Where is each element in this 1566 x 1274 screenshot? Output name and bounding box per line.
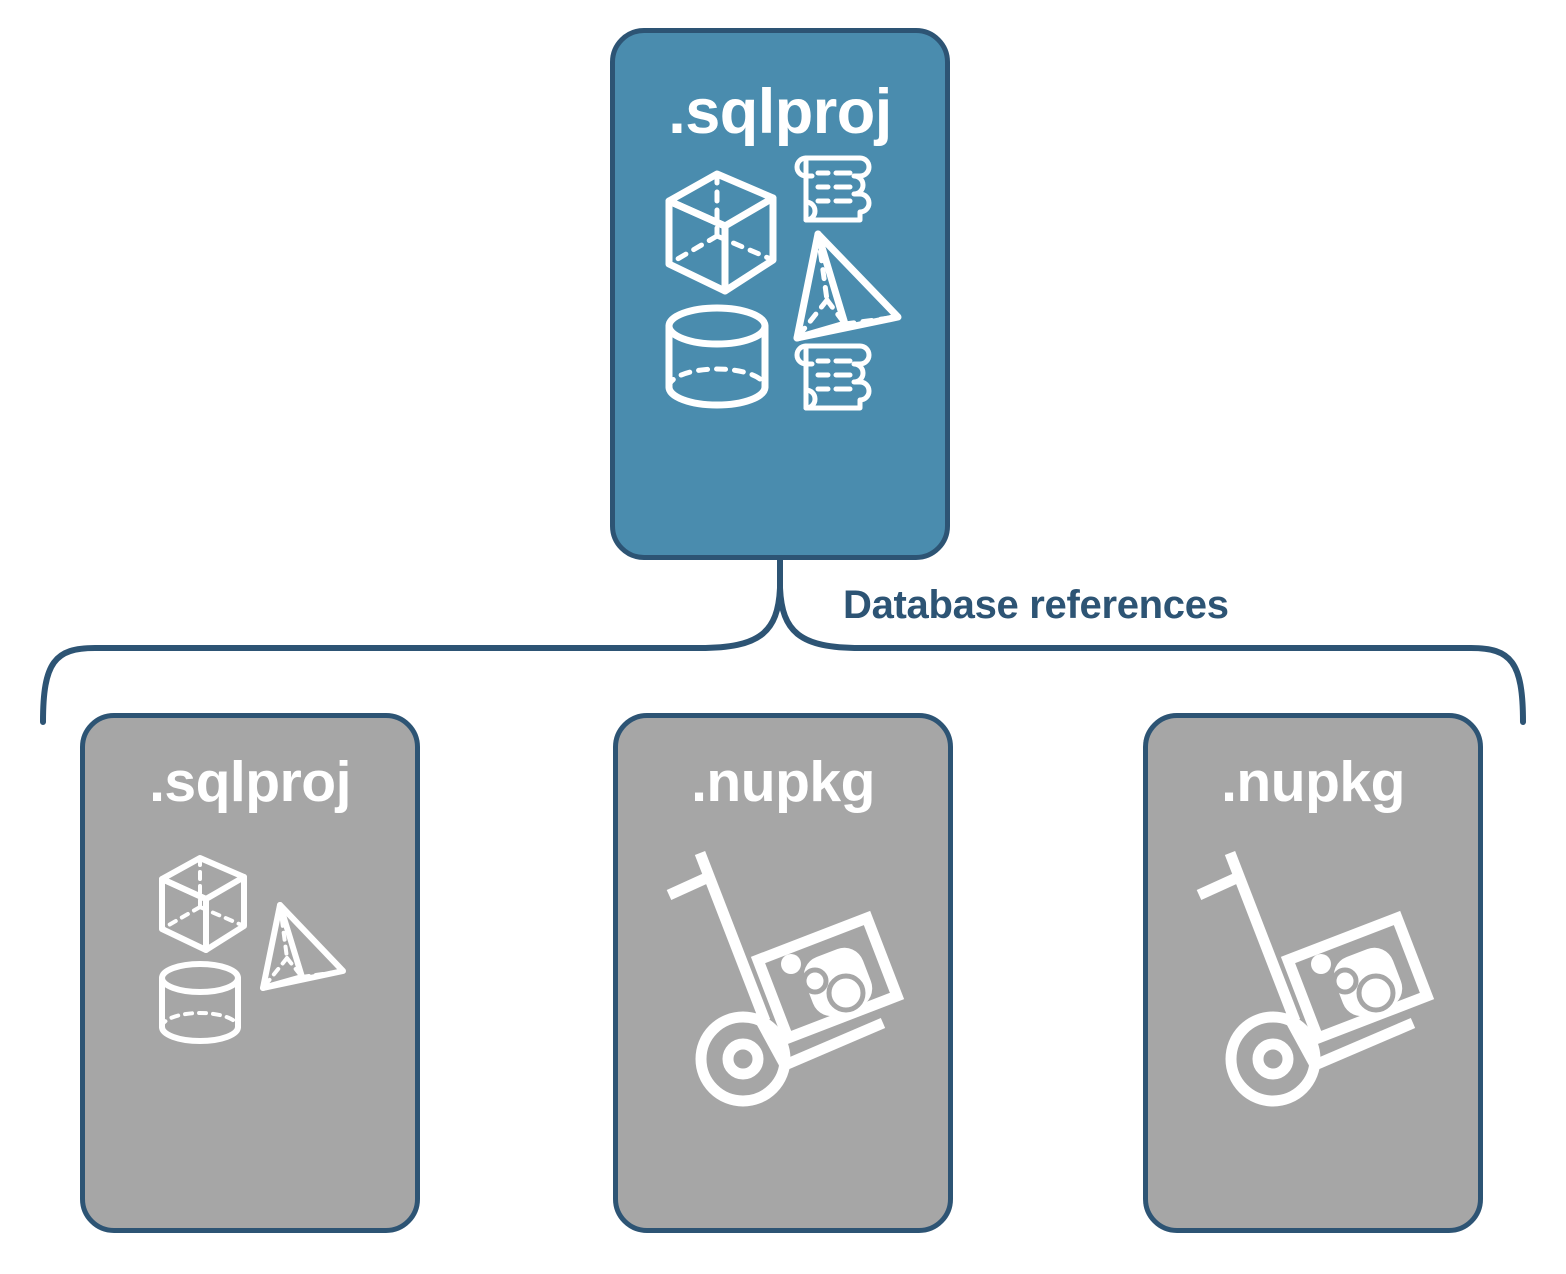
- scroll-document-icon: [794, 155, 872, 223]
- card-artwork-sqlproj-reference: [150, 837, 350, 1047]
- cylinder-wireframe-icon: [159, 961, 241, 1044]
- card-sqlproj-primary[interactable]: .sqlproj: [610, 28, 950, 560]
- card-artwork-nupkg-reference: [1173, 833, 1453, 1113]
- pyramid-wireframe-icon: [260, 902, 346, 991]
- card-nupkg-reference[interactable]: .nupkg: [613, 713, 953, 1233]
- cube-wireframe-icon: [665, 170, 777, 295]
- cylinder-wireframe-icon: [665, 304, 769, 409]
- pyramid-wireframe-icon: [793, 230, 902, 342]
- card-artwork-nupkg-reference: [643, 833, 923, 1113]
- cube-wireframe-icon: [159, 855, 247, 953]
- card-title: .sqlproj: [668, 77, 892, 147]
- bracket-label: Database references: [843, 583, 1229, 627]
- card-title: .nupkg: [691, 750, 875, 814]
- card-title: .nupkg: [1221, 750, 1405, 814]
- nuget-package-dolly-icon: [1196, 851, 1435, 1107]
- card-sqlproj-reference[interactable]: .sqlproj: [80, 713, 420, 1233]
- nuget-package-dolly-icon: [666, 851, 905, 1107]
- card-artwork-sqlproj-primary: [655, 148, 905, 418]
- card-nupkg-reference[interactable]: .nupkg: [1143, 713, 1483, 1233]
- scroll-document-icon: [794, 343, 872, 411]
- card-title: .sqlproj: [149, 750, 351, 814]
